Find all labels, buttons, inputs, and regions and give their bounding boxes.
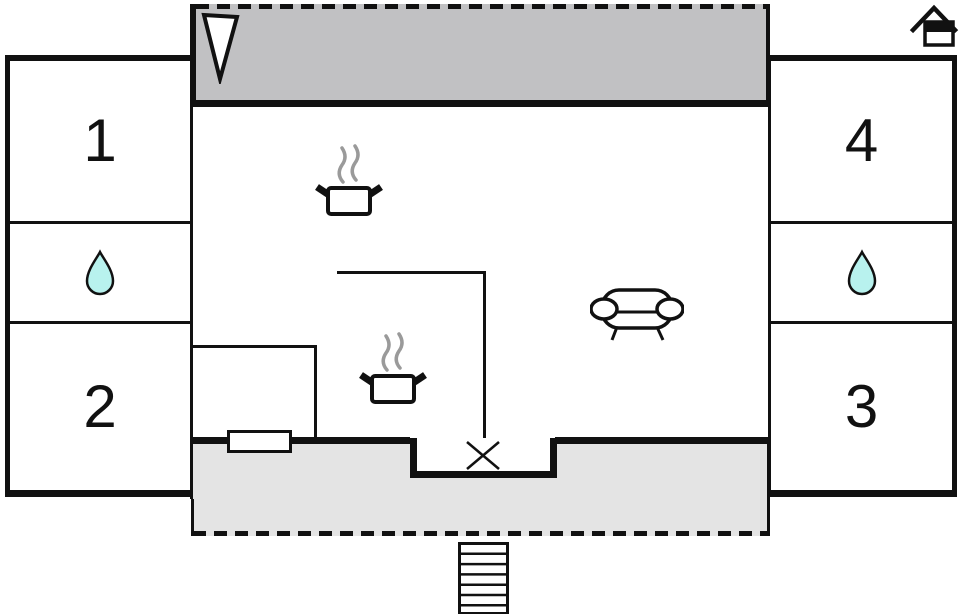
room-3-label: 3 — [844, 373, 879, 440]
main-room-bottom-wall-right — [555, 437, 770, 444]
terrace-bottom-dashed-border — [193, 531, 768, 536]
hall-partition-wall-v — [483, 271, 486, 441]
stairs-icon — [458, 542, 509, 614]
room-divider — [10, 221, 190, 224]
terrace-top-dashed-border — [196, 4, 766, 9]
room-divider — [771, 221, 952, 224]
bathroom-right — [771, 224, 952, 321]
hall-partition-wall-h — [337, 271, 486, 274]
room-1-label: 1 — [83, 107, 117, 174]
room-4-label: 4 — [844, 107, 879, 174]
left-room-column: 1 2 — [5, 55, 193, 497]
bathroom-left — [10, 224, 190, 321]
room-3: 3 — [771, 324, 952, 490]
kitchen-partition-wall-h — [193, 345, 317, 348]
room-4: 4 — [771, 61, 952, 221]
terrace-top — [190, 4, 770, 100]
window-symbol — [227, 430, 292, 453]
entrance-door-symbol — [410, 438, 557, 478]
water-drop-icon — [847, 248, 876, 295]
terrace-bottom-right-edge — [767, 444, 770, 536]
home-icon — [909, 4, 959, 47]
right-room-column: 4 3 — [768, 55, 957, 497]
room-1: 1 — [10, 61, 190, 221]
terrace-bottom-left-edge — [191, 499, 194, 536]
room-divider — [771, 321, 952, 324]
main-room-top-wall — [190, 100, 770, 107]
door-x-icon — [466, 441, 500, 470]
sofa-icon — [590, 288, 684, 341]
room-divider — [10, 321, 190, 324]
kitchen-partition-wall-v — [314, 345, 317, 444]
north-arrow-icon — [201, 12, 240, 84]
main-room-bottom-wall-left — [190, 437, 410, 444]
stove-pot-icon — [359, 332, 427, 404]
water-drop-icon — [85, 248, 115, 295]
room-2: 2 — [10, 324, 190, 490]
stove-pot-icon — [315, 144, 383, 216]
room-2-label: 2 — [83, 373, 117, 440]
